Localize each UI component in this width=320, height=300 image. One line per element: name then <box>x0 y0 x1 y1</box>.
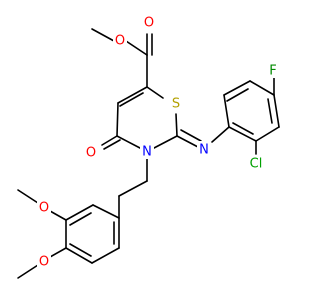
bond <box>267 98 273 124</box>
bond <box>49 210 67 221</box>
bond <box>176 135 199 148</box>
bond <box>255 126 280 142</box>
bond <box>92 204 120 219</box>
bond <box>226 88 249 102</box>
bond <box>69 212 92 226</box>
bond <box>228 126 257 142</box>
bond <box>119 92 144 107</box>
bond <box>103 139 121 150</box>
bond <box>273 94 280 128</box>
label-background <box>266 62 280 78</box>
bond <box>180 129 202 142</box>
atom-label-layer: O O S O N N F Cl O O <box>37 14 280 270</box>
label-background <box>197 141 211 157</box>
oxygen-label: O <box>39 201 49 216</box>
bond <box>125 40 148 56</box>
label-background <box>245 155 267 171</box>
label-background <box>169 95 183 111</box>
bond <box>116 102 119 137</box>
bond <box>153 135 178 149</box>
bond <box>232 122 254 135</box>
bond <box>17 264 39 279</box>
oxygen-label: O <box>144 16 154 31</box>
bond <box>91 247 120 264</box>
label-background <box>37 253 51 269</box>
bond <box>175 113 178 137</box>
bond <box>223 80 251 96</box>
oxygen-label: O <box>86 146 96 161</box>
bond <box>146 86 164 99</box>
bond <box>101 135 118 146</box>
fluorine-label: F <box>269 64 276 79</box>
bond <box>211 126 230 143</box>
bond <box>249 80 275 96</box>
label-background <box>37 199 51 215</box>
label-background <box>113 32 127 48</box>
nitrogen-label: N <box>142 145 152 160</box>
nitrogen-label: N <box>199 143 209 158</box>
oxygen-label: O <box>115 34 125 49</box>
sulfur-label: S <box>172 97 180 112</box>
bond <box>17 189 39 204</box>
bond <box>69 243 92 257</box>
bond <box>91 28 115 42</box>
bond-layer <box>17 28 280 279</box>
label-background <box>140 143 154 159</box>
oxygen-label: O <box>39 255 49 270</box>
label-background <box>142 14 156 30</box>
bond <box>65 247 93 264</box>
bond <box>117 86 148 104</box>
label-background <box>84 144 98 160</box>
bond <box>118 180 148 197</box>
bond <box>116 135 141 149</box>
bond <box>49 247 67 258</box>
bond <box>223 94 230 128</box>
bond <box>65 204 94 221</box>
chlorine-label: Cl <box>250 157 263 172</box>
molecule-structure: O O S O N N F Cl O O <box>17 14 280 279</box>
